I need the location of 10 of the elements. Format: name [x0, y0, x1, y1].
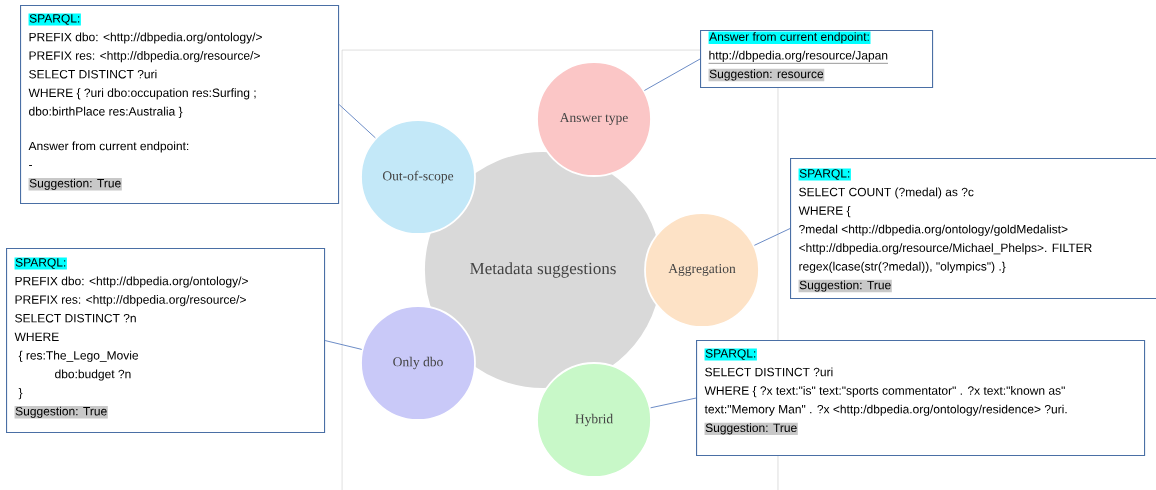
query-box: Answer from current endpoint: http://dbpedia.org/resource/Japan Suggestion: resource: [700, 30, 934, 89]
query-box: SPARQL: PREFIX dbo: <http://dbpedia.org/ontology/> PREFIX res: <http://dbpedia.org/resource/> SELECT DISTINCT ?uri WHERE { ?uri dbo:occupation res:Surfing ; dbo:birthPlace res:Australia } Answer from current endpoint: - Suggestion: True: [20, 5, 340, 205]
query-box: SPARQL: SELECT COUNT (?medal) as ?c WHERE { ?medal <http://dbpedia.org/ontology/goldMedalist> <http://dbpedia.org/resource/Michael_Phelps>. FILTER regex(lcase(str(?medal)), "olympics") .} Suggestion: True: [790, 158, 1156, 300]
leader-line: [753, 228, 791, 246]
leader-line: [650, 397, 697, 409]
leader-line: [324, 340, 363, 350]
query-box: SPARQL: PREFIX dbo: <http://dbpedia.org/ontology/> PREFIX res: <http://dbpedia.org/resource/> SELECT DISTINCT ?n WHERE { res:The_Lego_Movie dbo:budget ?n } Suggestion: True: [6, 248, 326, 434]
query-box: SPARQL: SELECT DISTINCT ?uri WHERE { ?x text:"is" text:"sports commentator" . ?x text:"known as" text:"Memory Man" . ?x <http:/dbpedia.org/ontology/residence> ?uri. Suggestion: True: [696, 340, 1146, 457]
leader-line: [338, 104, 376, 139]
leader-line: [643, 58, 701, 91]
